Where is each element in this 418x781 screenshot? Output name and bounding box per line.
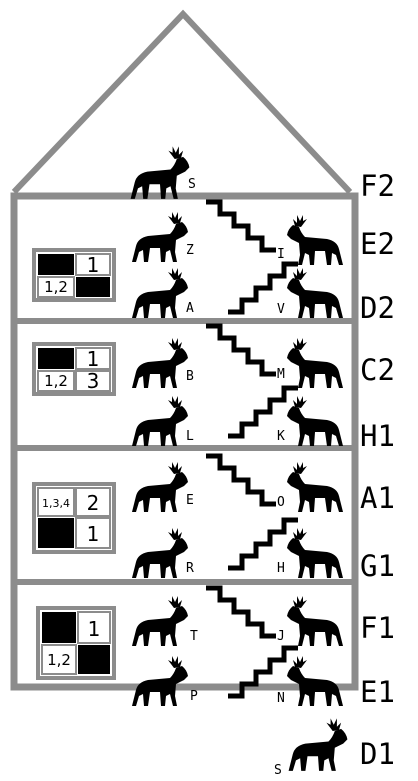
grid-1-cell-br xyxy=(76,277,110,297)
moose-label-lower-right-2: K xyxy=(277,429,285,444)
grid-1: 1 1,2 xyxy=(32,248,116,302)
floor-label-e1: E1 xyxy=(360,675,395,709)
floor-label-c2: C2 xyxy=(360,353,395,387)
moose-lower-left-1 xyxy=(132,268,188,318)
grid-2: 1 1,2 3 xyxy=(32,342,116,396)
stairs-down-2 xyxy=(206,326,276,374)
moose-label-upper-left-3: E xyxy=(186,493,194,508)
roof-outline xyxy=(11,9,353,195)
moose-label-basement: S xyxy=(274,763,282,778)
moose-label-roof: S xyxy=(188,177,196,192)
grid-3: 1,3,4 2 1 xyxy=(32,482,116,554)
moose-label-upper-left-1: Z xyxy=(186,243,194,258)
grid-3-text-br: 1 xyxy=(87,522,100,546)
moose-label-upper-right-3: O xyxy=(277,495,285,510)
moose-lower-right-4 xyxy=(287,656,343,706)
floor-2: 1 1,2 3 B L M K xyxy=(32,326,343,446)
moose-label-lower-right-3: H xyxy=(277,561,285,576)
floor-label-e2: E2 xyxy=(360,227,395,261)
moose-upper-left-1 xyxy=(132,212,188,262)
stairs-down-1 xyxy=(206,202,276,250)
floor-label-g1: G1 xyxy=(360,549,395,583)
moose-upper-left-3 xyxy=(132,462,188,512)
moose-label-lower-right-1: V xyxy=(277,302,285,317)
moose-lower-right-1 xyxy=(287,268,343,318)
floor-label-f2: F2 xyxy=(360,169,395,203)
grid-2-cell-tl xyxy=(38,348,74,369)
moose-lower-left-2 xyxy=(132,396,188,446)
grid-4-cell-tl xyxy=(42,612,76,643)
moose-label-lower-left-4: P xyxy=(190,689,198,704)
moose-label-lower-left-2: L xyxy=(186,429,194,444)
grid-4-cell-br xyxy=(78,645,110,674)
moose-upper-right-3 xyxy=(287,462,343,512)
stairs-up-2 xyxy=(228,388,298,436)
moose-label-upper-right-1: I xyxy=(277,247,285,262)
moose-label-upper-right-4: J xyxy=(277,629,285,644)
moose-label-upper-left-2: B xyxy=(186,369,194,384)
floor-3: 1,3,4 2 1 E R O H xyxy=(32,456,343,578)
grid-3-text-tl: 1,3,4 xyxy=(42,497,70,510)
moose-label-lower-right-4: N xyxy=(277,691,285,706)
stairs-down-4 xyxy=(206,588,276,636)
moose-upper-right-2 xyxy=(287,338,343,388)
moose-lower-left-4 xyxy=(132,656,188,706)
grid-4-text-tr: 1 xyxy=(88,617,101,641)
moose-roof xyxy=(130,146,190,199)
moose-label-lower-left-1: A xyxy=(186,301,194,316)
grid-3-text-tr: 2 xyxy=(87,491,100,515)
grid-1-text-bl: 1,2 xyxy=(44,278,68,296)
grid-1-text-tr: 1 xyxy=(87,253,100,277)
floor-label-d2: D2 xyxy=(360,291,395,325)
floor-label-d1: D1 xyxy=(360,737,395,771)
floor-4: 1 1,2 T P J N xyxy=(36,588,343,706)
grid-2-text-tr: 1 xyxy=(87,347,100,371)
moose-lower-right-2 xyxy=(287,396,343,446)
stairs-down-3 xyxy=(206,456,276,504)
moose-label-lower-left-3: R xyxy=(186,561,194,576)
floor-label-h1: H1 xyxy=(360,419,395,453)
floor-label-a1: A1 xyxy=(360,481,395,515)
moose-upper-right-1 xyxy=(287,215,343,265)
floor-1: 1 1,2 Z A I V xyxy=(32,202,343,318)
moose-upper-left-4 xyxy=(132,596,188,646)
grid-1-cell-tl xyxy=(38,254,74,275)
floor-label-f1: F1 xyxy=(360,611,395,645)
grid-4-text-bl: 1,2 xyxy=(47,651,71,669)
grid-2-text-bl: 1,2 xyxy=(44,372,68,390)
grid-2-text-br: 3 xyxy=(87,369,100,393)
moose-basement xyxy=(288,718,348,771)
grid-4: 1 1,2 xyxy=(36,606,116,680)
moose-lower-left-3 xyxy=(132,528,188,578)
house-frame xyxy=(10,192,359,691)
moose-lower-right-3 xyxy=(287,528,343,578)
moose-upper-left-2 xyxy=(132,338,188,388)
moose-label-upper-right-2: M xyxy=(277,367,285,382)
moose-label-upper-left-4: T xyxy=(190,629,198,644)
stairs-up-3 xyxy=(228,520,298,568)
moose-upper-right-4 xyxy=(287,596,343,646)
grid-3-cell-bl xyxy=(38,518,74,548)
